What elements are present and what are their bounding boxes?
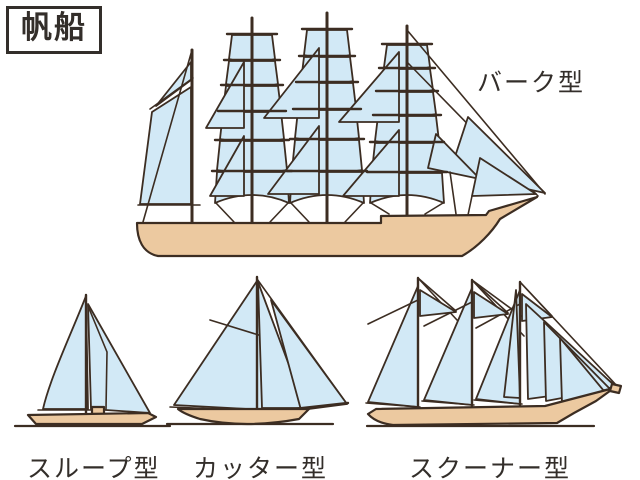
bowsprit-cap: [608, 382, 623, 395]
jib-sails: [503, 289, 617, 404]
schooner-ship: [365, 276, 623, 428]
hull: [176, 407, 311, 426]
staysails: [205, 47, 400, 197]
jib-sails: [406, 29, 546, 216]
sloop-ship: [13, 293, 172, 428]
bark-ship: [135, 11, 546, 258]
label-bark: バーク型: [477, 68, 586, 97]
mainsail: [42, 295, 89, 410]
label-schooner: スクーナー型: [409, 454, 572, 480]
jib-sail: [87, 303, 151, 414]
jib-sail: [270, 299, 348, 411]
jib-seam: [87, 305, 108, 410]
mainsail: [173, 280, 266, 411]
cutter-ship: [165, 275, 350, 426]
hull: [26, 411, 158, 426]
rigging: [215, 202, 444, 223]
hull: [366, 386, 616, 427]
label-sloop: スループ型: [27, 454, 161, 480]
title-box: 帆船: [6, 6, 102, 54]
label-cutter: カッター型: [193, 454, 329, 480]
yards: [210, 27, 449, 174]
hull: [135, 195, 539, 258]
page-title: 帆船: [21, 10, 87, 46]
